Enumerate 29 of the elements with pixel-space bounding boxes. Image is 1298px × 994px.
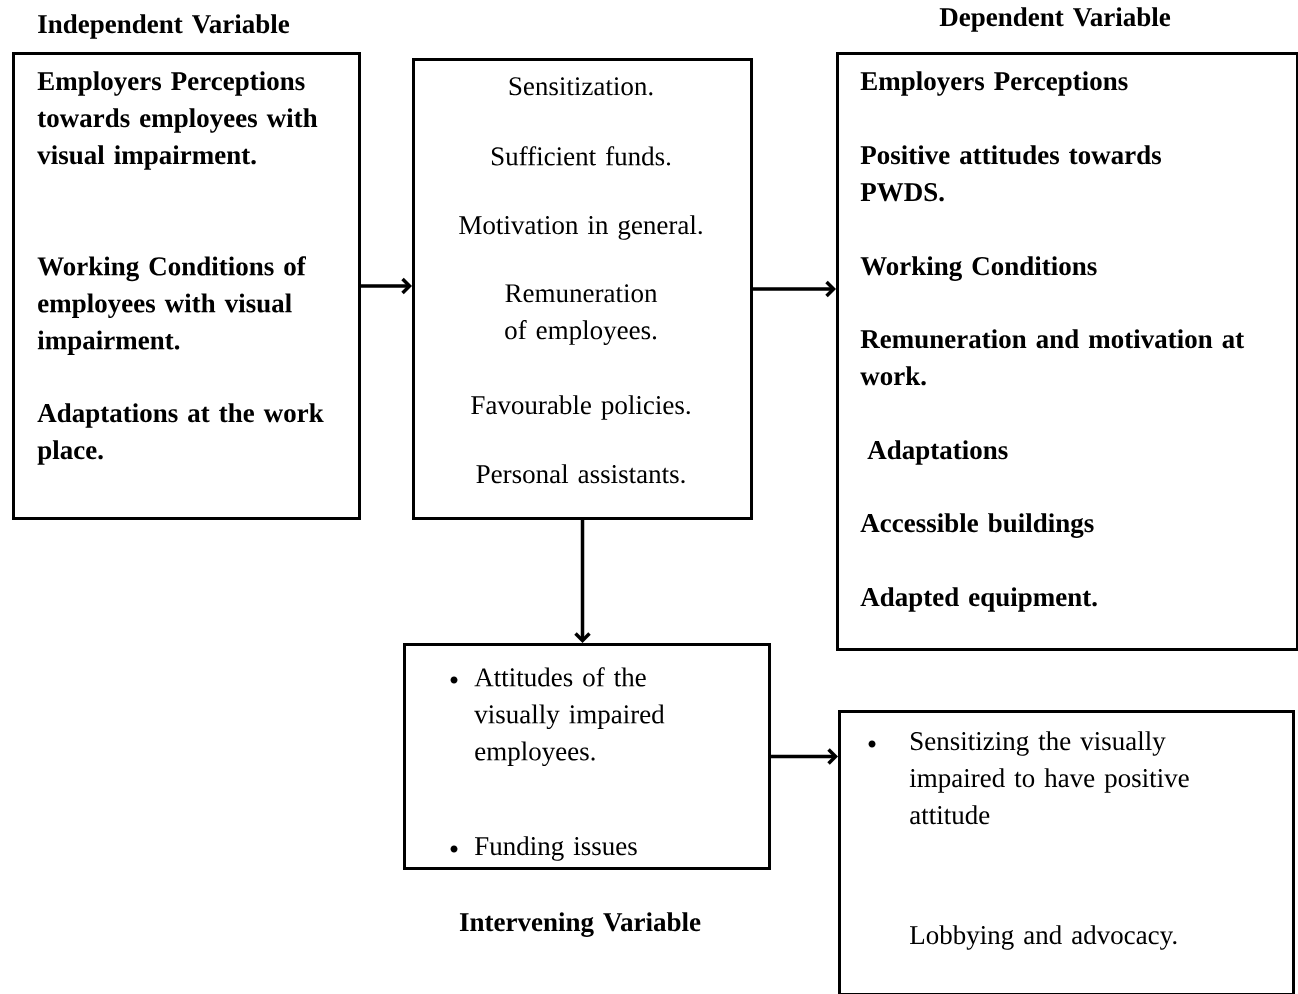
item-text: Working Conditions of employees with visual impairment.: [37, 256, 306, 355]
item-text: Motivation in general.: [459, 215, 702, 240]
item-text: Employers Perceptions towards employees with visual impairment.: [37, 71, 318, 170]
item-text: Remuneration of employees.: [505, 284, 658, 345]
item-text: Favourable policies.: [471, 395, 690, 420]
item-text: Adaptations at the work place.: [37, 403, 324, 465]
item-text: Accessible buildings: [860, 513, 1094, 538]
item-text: Working Conditions: [860, 256, 1097, 281]
item-text: Sensitization.: [509, 77, 653, 96]
item-text: Personal assistants.: [476, 464, 685, 484]
variable-box: [838, 710, 1295, 994]
heading: Independent Variable: [38, 14, 290, 39]
bullet-item: Attitudes of the visually impaired employees.: [450, 667, 665, 767]
arrow: [771, 748, 838, 765]
item-text: Remuneration and motivation at work.: [860, 329, 1245, 386]
bullet-item: Sensitizing the visually impaired to have positive attitude: [868, 731, 1189, 825]
item-text: Positive attitudes towards PWDS.: [860, 145, 1161, 202]
arrow: [753, 280, 836, 298]
item-text: Lobbying and advocacy.: [910, 925, 1177, 950]
item-text: Adapted equipment.: [860, 587, 1097, 612]
heading: Intervening Variable: [459, 912, 701, 937]
bullet-item: Funding issues: [450, 836, 637, 861]
variable-box: [412, 58, 753, 520]
item-text: Employers Perceptions: [860, 71, 1128, 96]
arrow: [574, 520, 591, 643]
heading: Dependent Variable: [939, 7, 1171, 32]
item-text: Adaptations: [867, 440, 1008, 465]
item-text: Sufficient funds.: [491, 146, 671, 166]
arrow: [361, 277, 412, 295]
